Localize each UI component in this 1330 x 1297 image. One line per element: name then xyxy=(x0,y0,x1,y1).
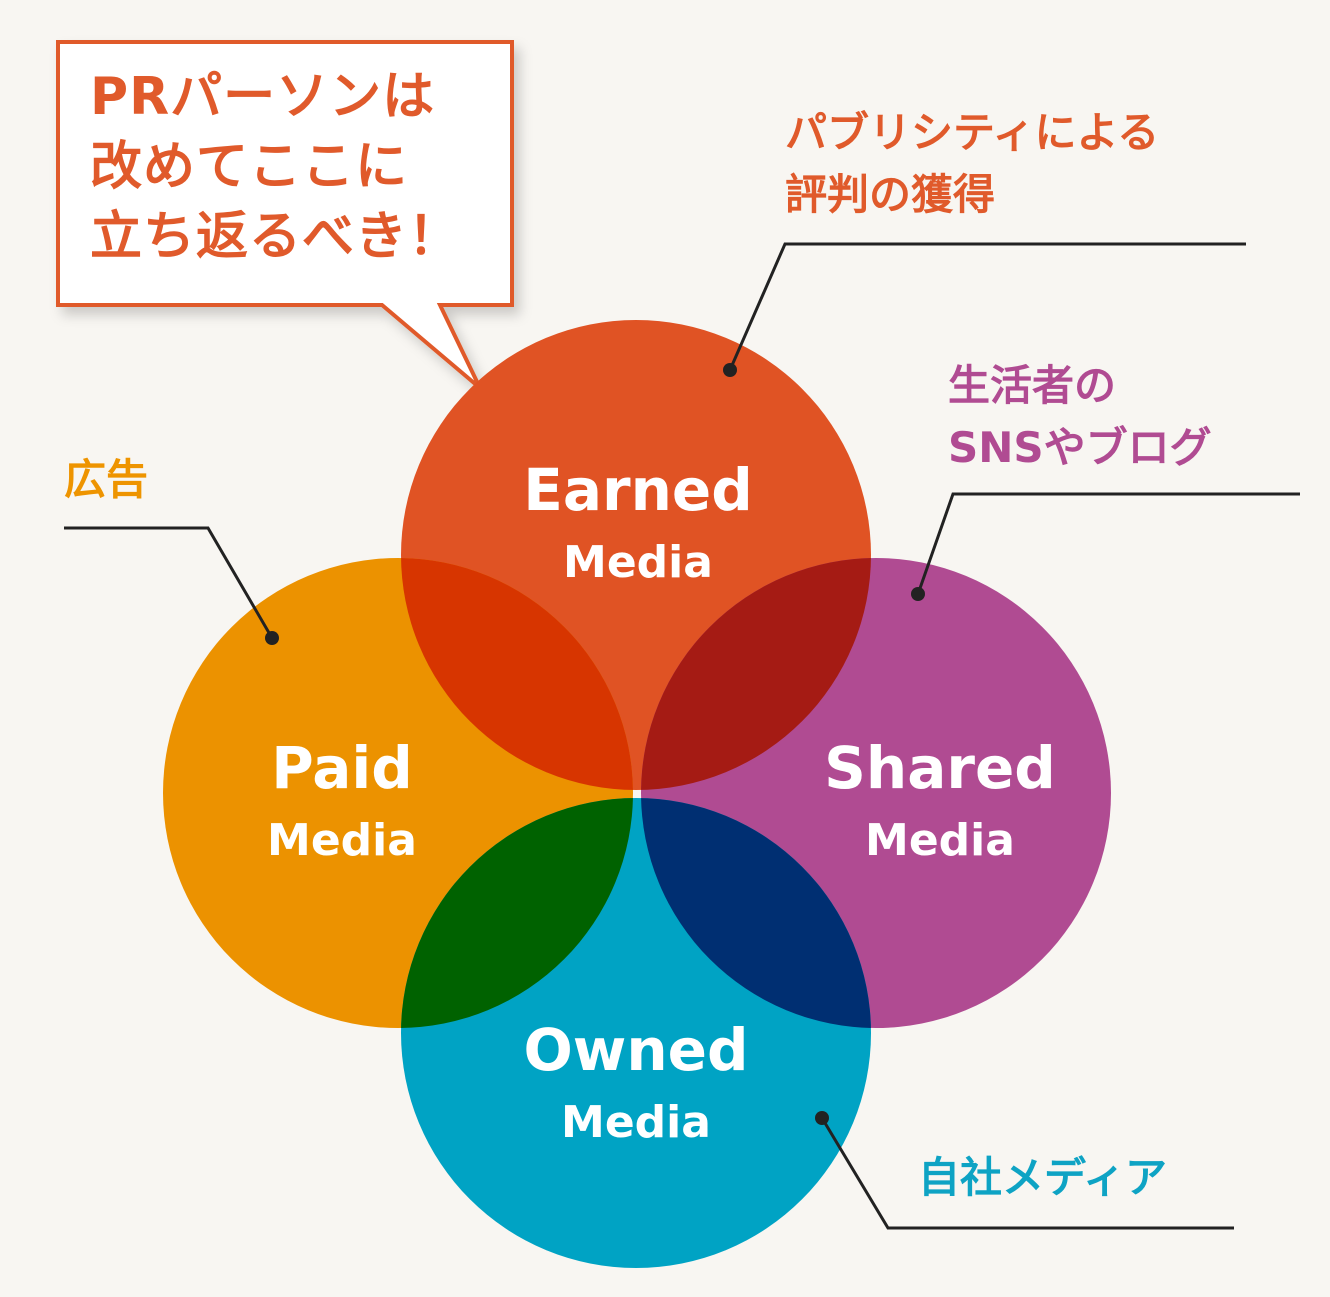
paid-leader-dot xyxy=(265,631,279,645)
owned-annotation-line-1: 自社メディア xyxy=(918,1153,1168,1202)
shared-annotation: 生活者の SNSやブログ xyxy=(948,355,1212,479)
paid-owned-overlap xyxy=(401,798,633,1028)
earned-paid-overlap xyxy=(401,558,633,790)
paid-annotation-line-1: 広告 xyxy=(64,455,149,504)
shared-leader-line xyxy=(916,492,1300,595)
earned-title: Earned xyxy=(523,456,753,524)
earned-subtitle: Media xyxy=(563,537,713,588)
owned-annotation: 自社メディア xyxy=(918,1150,1167,1206)
owned-subtitle: Media xyxy=(561,1097,711,1148)
shared-owned-overlap xyxy=(641,798,871,1028)
owned-title: Owned xyxy=(523,1016,748,1084)
callout-text: PRパーソンは 改めてここに 立ち返るべき！ xyxy=(90,62,510,272)
callout-box xyxy=(56,40,514,390)
paid-annotation: 広告 xyxy=(64,452,148,508)
callout-line-2: 改めてここに xyxy=(90,137,409,197)
earned-leader-dot xyxy=(723,363,737,377)
paid-leader-line xyxy=(64,526,274,639)
shared-annotation-line-1: 生活者の xyxy=(948,361,1117,410)
paid-title: Paid xyxy=(271,734,413,802)
earned-shared-overlap xyxy=(641,558,871,790)
shared-leader-dot xyxy=(911,587,925,601)
earned-annotation-line-2: 評判の獲得 xyxy=(785,170,996,219)
owned-leader-dot xyxy=(815,1111,829,1125)
earned-leader-line xyxy=(728,242,1246,371)
owned-leader-line xyxy=(820,1117,1234,1230)
callout-line-1: PRパーソンは xyxy=(90,67,436,127)
shared-subtitle: Media xyxy=(865,815,1015,866)
earned-annotation: パブリシティによる 評判の獲得 xyxy=(785,102,1159,226)
shared-title: Shared xyxy=(824,734,1056,802)
paid-subtitle: Media xyxy=(267,815,417,866)
callout-line-3: 立ち返るべき！ xyxy=(90,207,462,267)
shared-annotation-line-2: SNSやブログ xyxy=(948,423,1212,472)
earned-annotation-line-1: パブリシティによる xyxy=(785,108,1160,157)
